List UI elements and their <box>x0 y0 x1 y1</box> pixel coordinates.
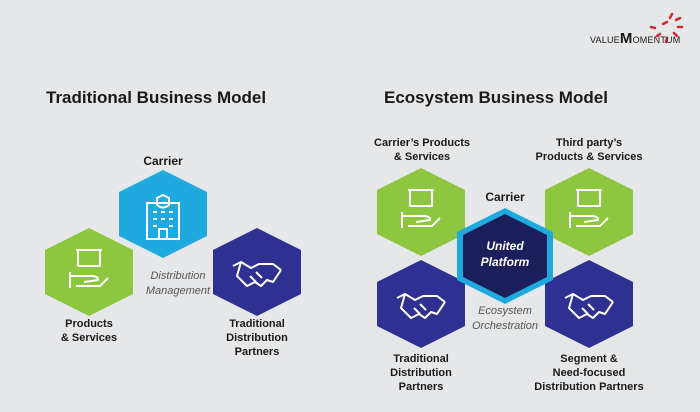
logo-star-icon <box>649 12 684 44</box>
partners-hexagon <box>213 228 301 316</box>
segment-partners-label: Segment & Need-focused Distribution Part… <box>534 353 644 393</box>
box-hand-icon <box>569 189 609 228</box>
logo-text: VALUEMOMENTUM <box>590 30 681 47</box>
third-party-hexagon <box>545 168 633 256</box>
valuemomentum-logo: VALUEMOMENTUM <box>590 12 690 52</box>
ecosystem-carrier-label: Carrier <box>485 190 525 204</box>
traditional-model-title: Traditional Business Model <box>46 88 267 107</box>
carrier-label: Carrier <box>143 154 183 168</box>
partners-label: Traditional Distribution Partners <box>226 318 288 358</box>
ecosystem-orchestration-label: Ecosystem Orchestration <box>471 305 539 332</box>
handshake-icon <box>232 261 282 287</box>
ecosystem-model-title: Ecosystem Business Model <box>384 88 608 107</box>
distribution-management-label: Distribution Management <box>145 270 211 297</box>
carrier-hexagon <box>119 170 207 258</box>
handshake-icon <box>396 293 446 319</box>
box-hand-icon <box>401 189 441 228</box>
handshake-icon <box>564 293 614 319</box>
building-icon <box>146 193 180 240</box>
united-platform-hexagon <box>457 208 553 304</box>
traditional-partners-hexagon <box>377 260 465 348</box>
box-hand-icon <box>69 249 109 288</box>
carrier-products-hexagon <box>377 168 465 256</box>
carrier-products-label: Carrier’s Products & Services <box>374 137 470 163</box>
products-hexagon <box>45 228 133 316</box>
segment-partners-hexagon <box>545 260 633 348</box>
products-label: Products & Services <box>60 318 118 344</box>
united-platform-label: United Platform <box>480 239 530 269</box>
traditional-partners-label: Traditional Distribution Partners <box>390 353 452 393</box>
third-party-label: Third party’s Products & Services <box>535 137 643 163</box>
